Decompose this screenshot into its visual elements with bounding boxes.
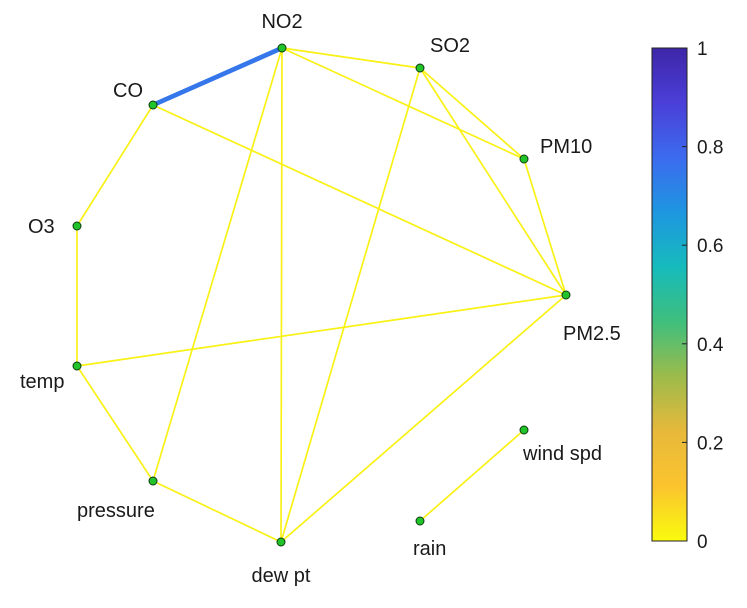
node-label-temp: temp xyxy=(20,371,64,393)
colorbar-tick-label: 0.6 xyxy=(697,236,723,257)
node-temp xyxy=(72,361,82,371)
colorbar-ticks: 0 0.2 0.4 0.6 0.8 1 xyxy=(682,39,724,553)
edge-no2-pm10 xyxy=(281,47,525,160)
edge-so2-pm10 xyxy=(419,67,525,160)
node-label-no2: NO2 xyxy=(261,11,302,33)
edge-co-pm2-5 xyxy=(152,104,567,296)
edge-no2-so2 xyxy=(281,47,421,69)
edge-co-o3 xyxy=(76,104,154,227)
edge-co-no2 xyxy=(150,45,285,108)
colorbar-tick-label: 1 xyxy=(697,39,708,60)
nodes-layer xyxy=(72,43,571,547)
edge-so2-pm2-5 xyxy=(419,67,567,296)
edge-pm10-pm2-5 xyxy=(523,158,567,296)
node-dew-pt xyxy=(276,537,286,547)
node-pm2-5 xyxy=(561,290,571,300)
colorbar-tick-label: 0.2 xyxy=(697,433,723,454)
node-label-rain: rain xyxy=(413,538,446,560)
node-co xyxy=(148,100,158,110)
node-label-wind-spd: wind spd xyxy=(522,443,602,465)
edge-rain-wind-spd xyxy=(419,429,525,522)
edge-temp-pressure xyxy=(76,365,154,482)
node-so2 xyxy=(415,63,425,73)
colorbar-tick-label: 0 xyxy=(697,532,708,553)
edges-layer xyxy=(76,45,567,543)
node-pressure xyxy=(148,476,158,486)
node-label-o3: O3 xyxy=(28,216,55,238)
colorbar-tick-label: 0.8 xyxy=(697,138,723,159)
colorbar-gradient xyxy=(651,47,688,542)
edge-no2-pressure xyxy=(152,47,283,482)
edge-so2-dew-pt xyxy=(280,67,421,543)
node-no2 xyxy=(277,43,287,53)
edge-pm2-5-dew-pt xyxy=(280,294,567,543)
node-label-pm10: PM10 xyxy=(540,136,592,158)
node-label-co: CO xyxy=(113,80,143,102)
colorbar-tick-label: 0.4 xyxy=(697,335,724,356)
node-label-pressure: pressure xyxy=(77,500,155,522)
node-label-so2: SO2 xyxy=(430,35,470,57)
node-label-dew-pt: dew pt xyxy=(252,565,311,587)
node-label-pm2-5: PM2.5 xyxy=(563,323,621,345)
node-pm10 xyxy=(519,154,529,164)
edge-pressure-dew-pt xyxy=(152,480,282,543)
node-wind-spd xyxy=(519,425,529,435)
edge-temp-pm2-5 xyxy=(76,294,567,367)
colorbar: 0 0.2 0.4 0.6 0.8 1 xyxy=(651,39,724,553)
node-rain xyxy=(415,516,425,526)
node-o3 xyxy=(72,221,82,231)
edge-no2-dew-pt xyxy=(280,47,283,543)
